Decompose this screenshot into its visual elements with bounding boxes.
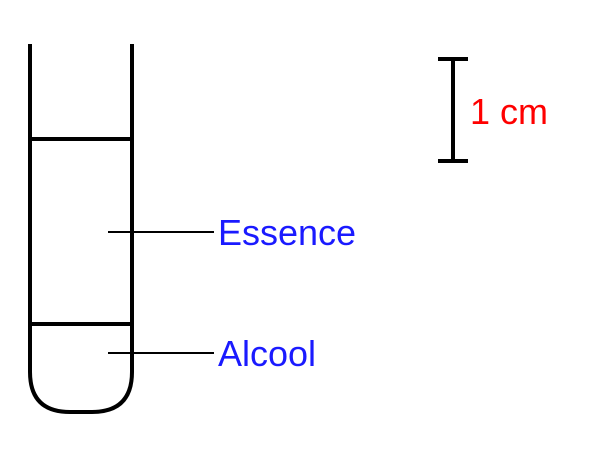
- scale-bar-label: 1 cm: [470, 91, 548, 132]
- scale-bar: [438, 57, 468, 163]
- alcool-label: Alcool: [218, 333, 316, 374]
- essence-label: Essence: [218, 212, 356, 253]
- test-tube-outline: [28, 44, 134, 414]
